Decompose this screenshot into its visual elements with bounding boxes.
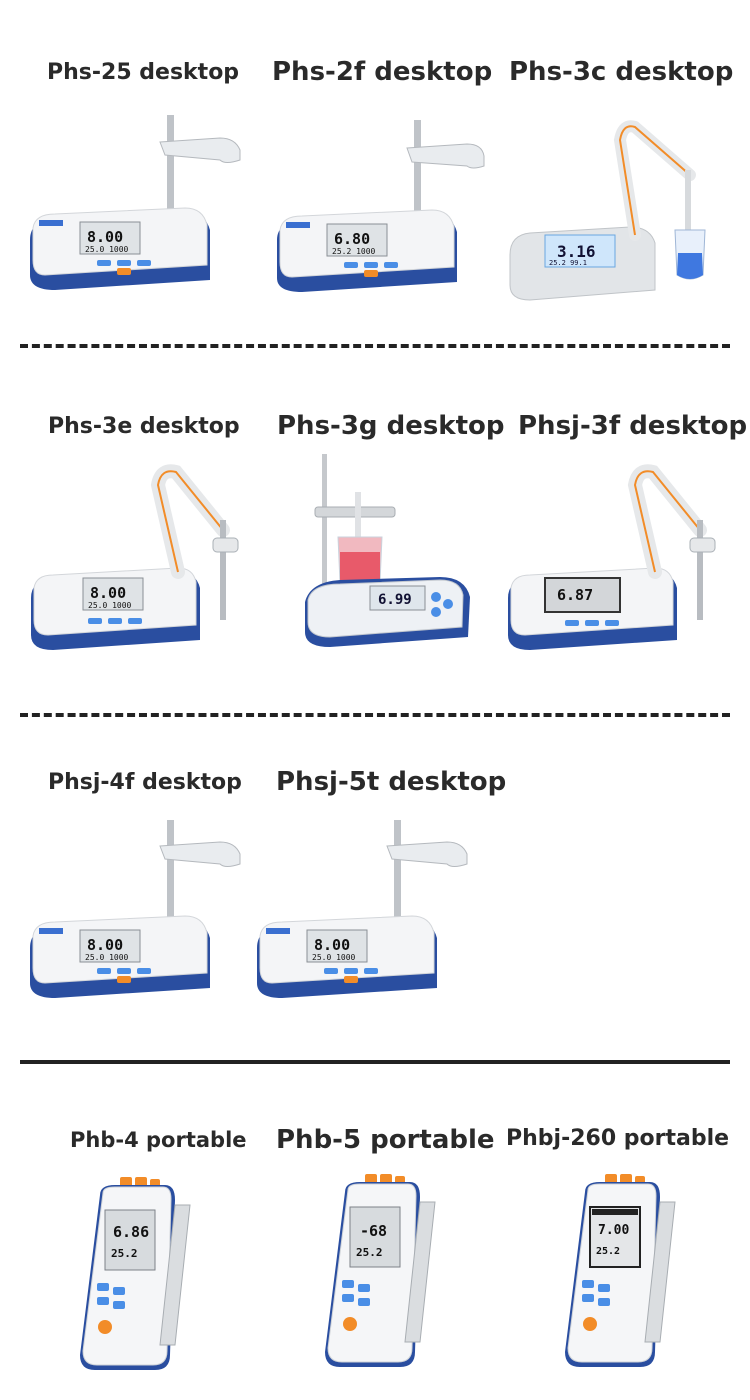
product-label: Phs-3c desktop bbox=[509, 57, 734, 87]
product-image-desktop-meter[interactable]: 6.99 bbox=[300, 452, 475, 657]
display-sub-value: 25.2 99.1 bbox=[549, 259, 587, 267]
product-label: Phb-5 portable bbox=[276, 1125, 495, 1155]
product-image-desktop-meter[interactable]: 6.80 25.2 1000 bbox=[272, 110, 492, 305]
product-image-desktop-meter[interactable]: 8.00 25.0 1000 bbox=[25, 110, 245, 305]
section-divider bbox=[20, 344, 730, 348]
product-label: Phs-3g desktop bbox=[277, 411, 505, 441]
product-label: Phs-2f desktop bbox=[272, 57, 493, 87]
product-label: Phsj-4f desktop bbox=[48, 770, 242, 795]
product-image-desktop-meter[interactable]: 6.87 bbox=[505, 460, 730, 655]
display-main-value: 8.00 bbox=[90, 584, 126, 602]
product-image-portable-meter[interactable]: -68 25.2 bbox=[320, 1172, 450, 1372]
display-sub-value: 25.0 1000 bbox=[85, 953, 129, 962]
product-image-desktop-meter[interactable]: 8.00 25.0 1000 bbox=[28, 460, 253, 655]
product-label: Phb-4 portable bbox=[70, 1128, 247, 1152]
product-label: Phsj-5t desktop bbox=[276, 767, 507, 797]
display-sub-value: 25.2 bbox=[596, 1246, 620, 1257]
product-label: Phs-25 desktop bbox=[47, 60, 240, 85]
product-label: Phbj-260 portable bbox=[506, 1126, 730, 1151]
product-image-portable-meter[interactable]: 6.86 25.2 bbox=[75, 1175, 205, 1375]
display-main-value: 3.16 bbox=[557, 242, 596, 261]
display-sub-value: 25.2 1000 bbox=[332, 247, 376, 256]
section-divider bbox=[20, 713, 730, 717]
display-sub-value: 25.0 1000 bbox=[312, 953, 356, 962]
product-label: Phs-3e desktop bbox=[48, 414, 240, 439]
display-main-value: -68 bbox=[360, 1222, 387, 1240]
product-image-desktop-meter[interactable]: 8.00 25.0 1000 bbox=[252, 818, 472, 1013]
product-image-portable-meter[interactable]: 7.00 25.2 bbox=[560, 1172, 690, 1372]
display-sub-value: 25.2 bbox=[111, 1247, 138, 1260]
display-main-value: 8.00 bbox=[314, 936, 350, 954]
display-sub-value: 25.2 bbox=[356, 1246, 383, 1259]
section-divider bbox=[20, 1060, 730, 1064]
display-main-value: 6.99 bbox=[378, 592, 412, 608]
display-main-value: 6.80 bbox=[334, 230, 370, 248]
product-image-desktop-meter[interactable]: 8.00 25.0 1000 bbox=[25, 818, 245, 1013]
display-main-value: 8.00 bbox=[87, 936, 123, 954]
display-main-value: 7.00 bbox=[598, 1223, 629, 1238]
display-main-value: 8.00 bbox=[87, 228, 123, 246]
product-label: Phsj-3f desktop bbox=[518, 411, 748, 441]
product-image-desktop-meter[interactable]: 3.16 25.2 99.1 bbox=[505, 115, 725, 310]
display-main-value: 6.87 bbox=[557, 586, 593, 604]
display-sub-value: 25.0 1000 bbox=[88, 601, 132, 610]
display-sub-value: 25.0 1000 bbox=[85, 245, 129, 254]
display-main-value: 6.86 bbox=[113, 1223, 149, 1241]
